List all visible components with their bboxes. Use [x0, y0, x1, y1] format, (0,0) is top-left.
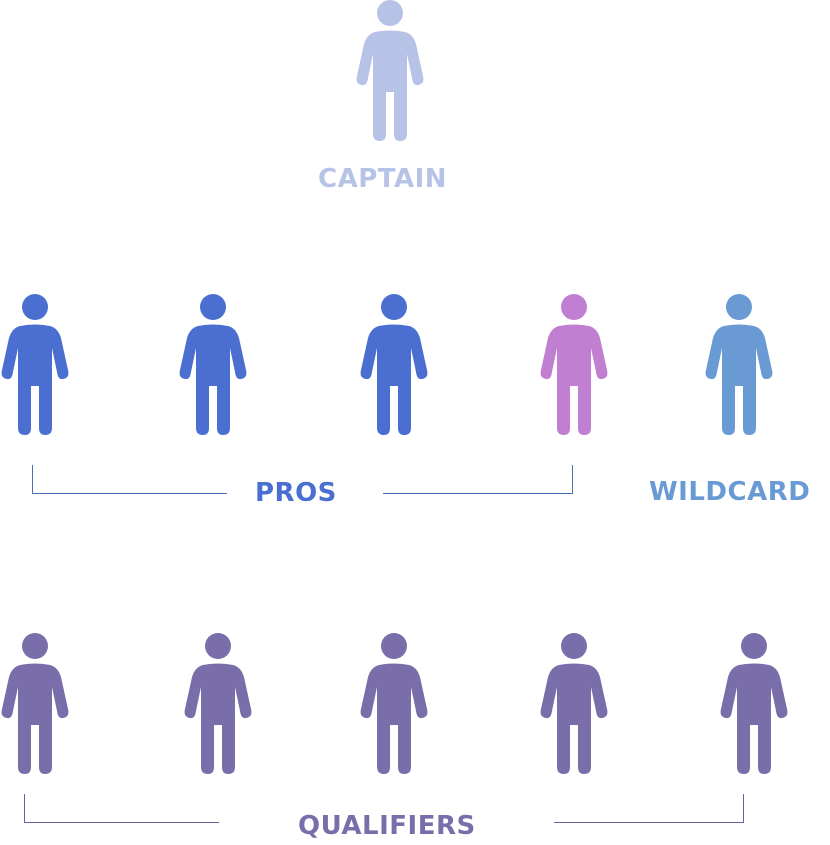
qualifier-figure-2 — [183, 633, 253, 775]
pros-bracket-right — [383, 465, 573, 494]
pro-figure-4 — [539, 294, 609, 436]
pro-figure-2 — [178, 294, 248, 436]
pro-figure-3 — [359, 294, 429, 436]
pro-figure-1 — [0, 294, 70, 436]
qualifiers-bracket-right — [554, 794, 744, 823]
person-icon — [720, 633, 788, 774]
person-icon — [705, 294, 773, 435]
captain-label: CAPTAIN — [318, 164, 448, 194]
person-icon — [360, 633, 428, 774]
pros-label: PROS — [255, 478, 337, 508]
person-icon — [360, 294, 428, 435]
person-icon — [184, 633, 252, 774]
person-icon — [1, 294, 69, 435]
person-icon — [356, 0, 424, 141]
pros-bracket-left — [32, 465, 227, 494]
qualifier-figure-3 — [359, 633, 429, 775]
person-icon — [540, 294, 608, 435]
wildcard-figure — [704, 294, 774, 436]
person-icon — [540, 633, 608, 774]
qualifier-figure-5 — [719, 633, 789, 775]
qualifier-figure-4 — [539, 633, 609, 775]
qualifier-figure-1 — [0, 633, 70, 775]
qualifiers-label: QUALIFIERS — [298, 811, 476, 841]
person-icon — [1, 633, 69, 774]
person-icon — [179, 294, 247, 435]
captain-figure — [355, 0, 425, 142]
wildcard-label: WILDCARD — [649, 477, 811, 507]
qualifiers-bracket-left — [24, 794, 219, 823]
